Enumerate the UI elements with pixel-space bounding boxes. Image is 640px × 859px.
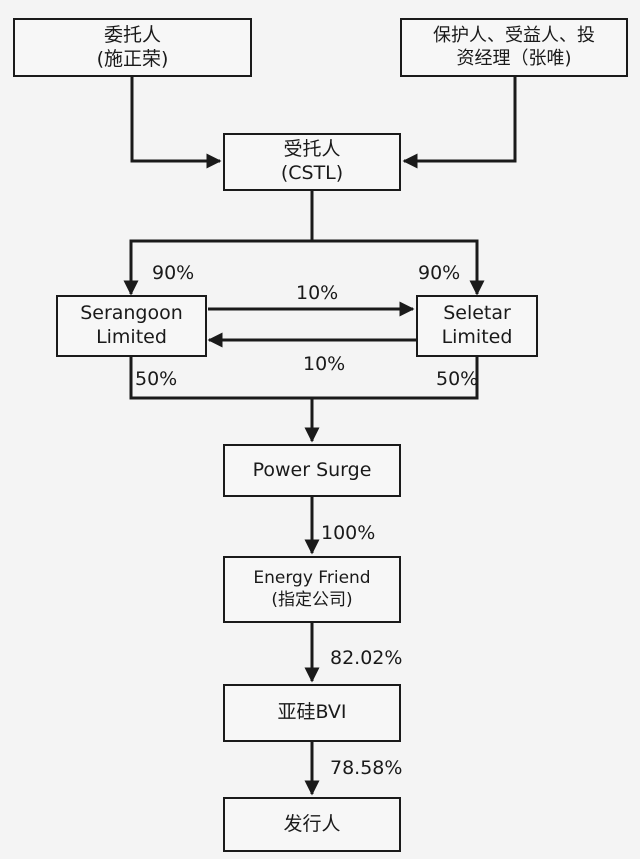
node-protector-line1: 保护人、受益人、投 [433,25,595,46]
label-seletar-power-surge: 50% [436,368,479,390]
node-energy-friend-line1: Energy Friend [253,568,371,589]
node-power-surge: Power Surge [223,444,401,497]
node-entrustor: 委托人 (施正荣) [13,18,252,77]
node-entrustor-line2: (施正荣) [96,47,169,70]
node-trustee-line1: 受托人 [283,138,341,161]
node-energy-friend-line2: (指定公司) [271,589,353,610]
node-serangoon: Serangoon Limited [56,295,207,357]
edge-seletar-power-surge [312,356,479,400]
node-trustee: 受托人 (CSTL) [223,133,401,191]
node-seletar-line2: Limited [441,326,513,348]
label-yagui-bvi-issuer: 78.58% [330,757,403,779]
edge-serangoon-power-surge [129,356,312,400]
node-trustee-line2: (CSTL) [280,162,344,184]
node-yagui-bvi: 亚硅BVI [223,684,401,742]
edge-trustee-serangoon [123,239,312,296]
node-yagui-bvi-line1: 亚硅BVI [277,701,347,724]
node-entrustor-line1: 委托人 [103,23,161,46]
label-energy-friend-yagui-bvi: 82.02% [330,647,403,669]
node-seletar-line1: Seletar [443,302,511,325]
label-power-surge-energy-friend: 100% [321,522,376,544]
node-protector: 保护人、受益人、投 资经理（张唯) [400,18,628,77]
node-power-surge-line1: Power Surge [252,458,372,481]
node-protector-line2: 资经理（张唯) [456,47,572,69]
node-serangoon-line1: Serangoon [80,302,183,325]
node-issuer: 发行人 [223,797,401,852]
label-serangoon-seletar: 10% [296,282,339,304]
label-seletar-serangoon: 10% [303,353,346,375]
edge-entrustor-trustee [130,76,222,169]
label-serangoon-power-surge: 50% [135,368,178,390]
node-seletar: Seletar Limited [416,295,538,357]
node-issuer-line1: 发行人 [283,812,341,835]
edge-protector-trustee [402,76,517,169]
node-serangoon-line2: Limited [96,326,167,348]
label-trustee-seletar: 90% [418,262,461,284]
edge-trustee-seletar [312,239,485,296]
node-energy-friend: Energy Friend (指定公司) [223,556,401,623]
label-trustee-serangoon: 90% [152,262,195,284]
